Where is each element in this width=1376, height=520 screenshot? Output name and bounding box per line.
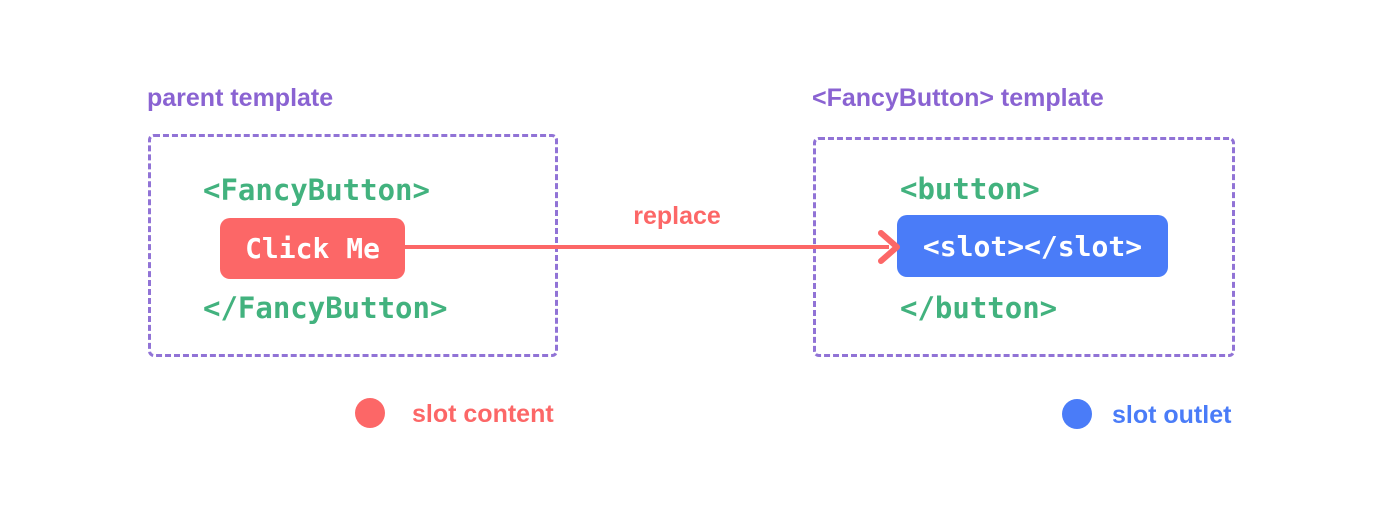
parent-template-title: parent template [147,84,334,112]
replace-arrow [405,230,900,264]
fancybutton-close-tag: </FancyButton> [203,291,448,325]
slot-tag-label: <slot></slot> [922,229,1143,263]
fancybutton-open-tag: <FancyButton> [203,173,430,207]
slot-content-legend-label: slot content [412,400,554,428]
fancybutton-template-title: <FancyButton> template [812,84,1104,112]
button-close-tag: </button> [900,291,1058,325]
button-open-tag: <button> [900,172,1040,206]
slot-outlet-legend-label: slot outlet [1112,401,1232,429]
slot-content-legend-dot [355,398,385,428]
replace-label: replace [633,202,721,230]
slot-outlet-legend-dot [1062,399,1092,429]
click-me-button: Click Me [220,218,405,279]
click-me-button-label: Click Me [245,232,380,265]
slot-outlet-box: <slot></slot> [897,215,1168,277]
